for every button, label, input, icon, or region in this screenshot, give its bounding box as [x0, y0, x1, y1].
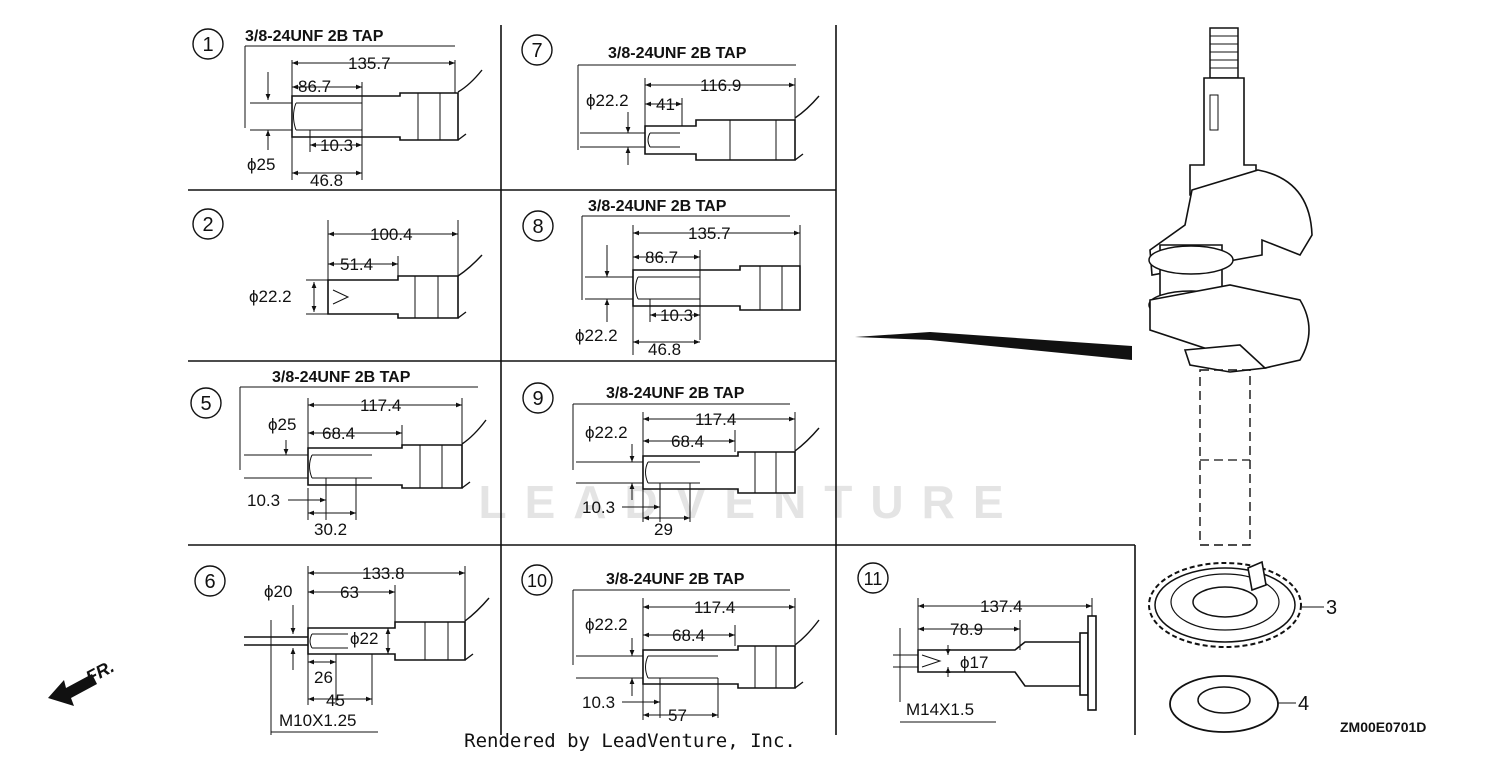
- dim-label: 46.8: [648, 340, 681, 359]
- dim-label: 116.9: [700, 76, 741, 95]
- panel-number-circle: [857, 562, 889, 594]
- dim-label: 86.7: [298, 77, 331, 96]
- panel-number: 9: [532, 388, 543, 410]
- panel-number-circle: [194, 565, 226, 597]
- tap-spec: 3/8-24UNF 2B TAP: [606, 571, 745, 588]
- panel-11: 11 137.4 78.9 ϕ17 M14X1.5: [857, 562, 1097, 723]
- panel-2: 2 100.4 51.4 ϕ22.2: [192, 208, 483, 319]
- callout-number: 3: [1326, 597, 1337, 619]
- panel-number-circle: [192, 208, 224, 240]
- panel-number-circle: [522, 382, 554, 414]
- dim-label: 10.3: [582, 693, 615, 712]
- panel-number-circle: [521, 34, 553, 66]
- tap-spec: 3/8-24UNF 2B TAP: [588, 198, 727, 215]
- footer: Rendered by LeadVenture, Inc.: [0, 730, 1500, 752]
- dim-label: 135.7: [688, 224, 731, 243]
- dim-label: ϕ25: [247, 155, 275, 174]
- shaft-outline: [642, 451, 796, 494]
- dim-label: 10.3: [582, 498, 615, 517]
- crankshaft-illustration: 3 4: [855, 27, 1337, 733]
- panel-number: 6: [204, 571, 215, 593]
- dim-label: 46.8: [310, 171, 343, 190]
- dim-label: 10.3: [247, 491, 280, 510]
- footer-text: Rendered by LeadVenture, Inc.: [464, 730, 796, 752]
- tap-spec: 3/8-24UNF 2B TAP: [606, 385, 745, 402]
- panel-number: 10: [527, 571, 547, 591]
- front-arrow: [48, 674, 97, 706]
- panel-number: 2: [202, 214, 213, 236]
- dim-label: ϕ22: [350, 629, 378, 648]
- shaft-outline: [917, 641, 1081, 687]
- dim-label: 117.4: [694, 598, 735, 617]
- shaft-outline: [307, 621, 466, 661]
- panel-1: 1 3/8-24UNF 2B TAP 135.7 86.7 10.3 ϕ25 4…: [192, 28, 483, 190]
- dim-label: 26: [314, 668, 333, 687]
- dim-label: 117.4: [695, 410, 736, 429]
- panel-number: 8: [532, 216, 543, 238]
- dim-label: 63: [340, 583, 359, 602]
- dim-label: 29: [654, 520, 673, 539]
- dim-label: 117.4: [360, 396, 401, 415]
- panel-10: 10 3/8-24UNF 2B TAP 117.4 ϕ22.2 68.4 10.…: [521, 564, 820, 725]
- panel-number-circle: [521, 564, 553, 596]
- dim-label: ϕ25: [268, 415, 296, 434]
- dim-label: 135.7: [348, 54, 391, 73]
- dim-label: 137.4: [980, 597, 1023, 616]
- tap-spec: 3/8-24UNF 2B TAP: [272, 369, 411, 386]
- timing-gear: [1148, 560, 1302, 648]
- panel-number-circle: [522, 210, 554, 242]
- shaft-outline: [644, 119, 796, 161]
- dim-label: ϕ22.2: [585, 615, 628, 634]
- shaft-outline: [307, 444, 463, 489]
- dim-label: 86.7: [645, 248, 678, 267]
- thrust-washer: [1169, 675, 1279, 733]
- dim-label: ϕ20: [264, 582, 292, 601]
- panel-9: 9 3/8-24UNF 2B TAP 117.4 ϕ22.2 68.4 10.3…: [522, 382, 820, 539]
- dim-label: 68.4: [671, 432, 704, 451]
- dim-label: 68.4: [672, 626, 705, 645]
- dim-label: 57: [668, 706, 687, 725]
- dim-label: 78.9: [950, 620, 983, 639]
- dim-label: 68.4: [322, 424, 355, 443]
- panel-6: 6 133.8 ϕ20 63 ϕ22 26 45 M10X1.25: [194, 564, 490, 735]
- panel-8: 8 3/8-24UNF 2B TAP 135.7 86.7 10.3 ϕ22.2…: [522, 198, 801, 359]
- shaft-outline: [632, 265, 801, 311]
- panel-number-circle: [192, 28, 224, 60]
- callout-number: 4: [1298, 693, 1309, 715]
- dim-label: M10X1.25: [279, 711, 357, 730]
- dim-label: M14X1.5: [906, 700, 974, 719]
- panel-number: 11: [864, 569, 883, 589]
- diagram-code: ZM00E0701D: [1340, 719, 1426, 735]
- panel-5: 5 3/8-24UNF 2B TAP 117.4 ϕ25 68.4 10.3 3…: [190, 369, 487, 539]
- dim-label: ϕ22.2: [586, 91, 629, 110]
- shaft-outline: [291, 92, 459, 141]
- dim-label: 41: [656, 95, 675, 114]
- dim-label: 30.2: [314, 520, 347, 539]
- panel-grid: [188, 25, 1136, 735]
- tap-spec: 3/8-24UNF 2B TAP: [608, 45, 747, 62]
- panel-7: 7 3/8-24UNF 2B TAP 116.9 ϕ22.2 41: [521, 34, 820, 165]
- dim-label: 51.4: [340, 255, 373, 274]
- panel-number: 1: [202, 34, 213, 56]
- dim-label: ϕ22.2: [249, 287, 292, 306]
- shaft-outline: [642, 645, 796, 689]
- dim-label: ϕ22.2: [575, 326, 618, 345]
- front-direction-indicator: FR.: [48, 656, 117, 706]
- dim-label: 133.8: [362, 564, 405, 583]
- leader-arrow: [855, 332, 1132, 360]
- panel-number-circle: [190, 387, 222, 419]
- dim-label: 45: [326, 691, 345, 710]
- dim-label: ϕ17: [960, 653, 988, 672]
- tap-spec: 3/8-24UNF 2B TAP: [245, 28, 384, 45]
- panel-number: 5: [200, 393, 211, 415]
- dim-label: ϕ22.2: [585, 423, 628, 442]
- dim-label: 10.3: [660, 306, 693, 325]
- dim-label: 100.4: [370, 225, 413, 244]
- panel-number: 7: [531, 40, 542, 62]
- dim-label: 10.3: [320, 136, 353, 155]
